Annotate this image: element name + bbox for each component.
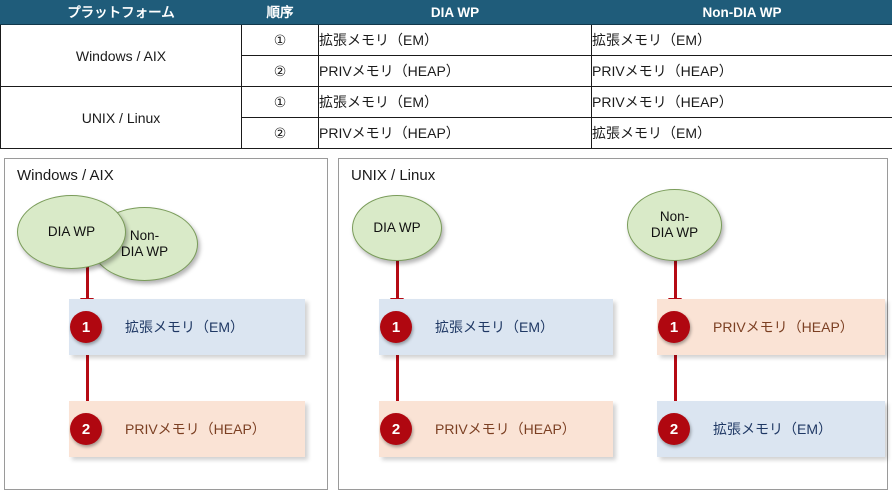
memory-box-priv-label: PRIVメモリ（HEAP） [435,421,576,437]
table-header: プラットフォーム 順序 DIA WP Non-DIA WP [0,0,892,25]
memory-box-em-label: 拡張メモリ（EM） [435,319,554,335]
cell-platform: UNIX / Linux [0,86,242,149]
step-circle-1: 1 [70,311,102,343]
cell-dia-wp: PRIVメモリ（HEAP） [318,55,592,87]
cell-dia-wp: 拡張メモリ（EM） [318,24,592,56]
step-circle-2: 2 [658,413,690,445]
table-body: Windows / AIX ① 拡張メモリ（EM） 拡張メモリ（EM） ② PR… [0,24,892,149]
cell-non-dia-wp: 拡張メモリ（EM） [591,117,892,149]
table-header-row: プラットフォーム 順序 DIA WP Non-DIA WP [0,0,892,25]
panel-title-windows-aix: Windows / AIX [17,167,114,184]
cell-non-dia-wp: PRIVメモリ（HEAP） [591,86,892,118]
table-row: ② PRIVメモリ（HEAP） PRIVメモリ（HEAP） [1,55,892,87]
diagram-panel-unix-linux: UNIX / Linux DIA WP 拡張メモリ（EM） 1 PRIVメモリ（… [338,158,888,490]
cell-order: ① [241,24,319,56]
table-row: Windows / AIX ① 拡張メモリ（EM） 拡張メモリ（EM） [0,24,892,87]
memory-box-em: 拡張メモリ（EM） [657,401,885,457]
diagram-panel-windows-aix: Windows / AIX Non- DIA WP DIA WP 拡張メモリ（E… [4,158,328,490]
memory-box-em-label: 拡張メモリ（EM） [713,421,832,437]
cell-order: ① [241,86,319,118]
step-circle-2: 2 [70,413,102,445]
comparison-table-wrapper: プラットフォーム 順序 DIA WP Non-DIA WP Windows / … [0,0,892,149]
column-header-non-dia-wp: Non-DIA WP [591,0,892,25]
cell-dia-wp: 拡張メモリ（EM） [318,86,592,118]
cell-platform: Windows / AIX [0,24,242,87]
table-row: UNIX / Linux ① 拡張メモリ（EM） PRIVメモリ（HEAP） [0,86,892,149]
ellipse-dia-wp: DIA WP [17,195,126,269]
step-circle-1: 1 [658,311,690,343]
memory-box-em-label: 拡張メモリ（EM） [125,319,244,335]
comparison-table: プラットフォーム 順序 DIA WP Non-DIA WP Windows / … [0,0,892,149]
column-header-order: 順序 [241,0,319,25]
cell-non-dia-wp: PRIVメモリ（HEAP） [591,55,892,87]
panel-title-unix-linux: UNIX / Linux [351,167,436,184]
cell-order: ② [241,117,319,149]
memory-box-priv: PRIVメモリ（HEAP） [69,401,305,457]
ellipse-non-dia-wp-label: Non- DIA WP [120,228,169,259]
memory-box-priv-label: PRIVメモリ（HEAP） [125,421,266,437]
memory-box-em: 拡張メモリ（EM） [379,299,613,355]
memory-box-em: 拡張メモリ（EM） [69,299,305,355]
cell-dia-wp: PRIVメモリ（HEAP） [318,117,592,149]
ellipse-dia-wp-label: DIA WP [373,220,421,236]
cell-non-dia-wp: 拡張メモリ（EM） [591,24,892,56]
memory-box-priv: PRIVメモリ（HEAP） [379,401,613,457]
column-header-dia-wp: DIA WP [318,0,592,25]
ellipse-non-dia-wp: Non- DIA WP [627,189,722,261]
cell-order: ② [241,55,319,87]
table-row: ② PRIVメモリ（HEAP） 拡張メモリ（EM） [1,117,892,149]
ellipse-dia-wp: DIA WP [352,195,442,261]
memory-box-priv-label: PRIVメモリ（HEAP） [713,319,854,335]
memory-box-priv: PRIVメモリ（HEAP） [657,299,885,355]
step-circle-2: 2 [380,413,412,445]
ellipse-dia-wp-label: DIA WP [47,224,96,240]
column-header-platform: プラットフォーム [0,0,242,25]
ellipse-non-dia-wp-label: Non- DIA WP [650,209,699,240]
step-circle-1: 1 [380,311,412,343]
